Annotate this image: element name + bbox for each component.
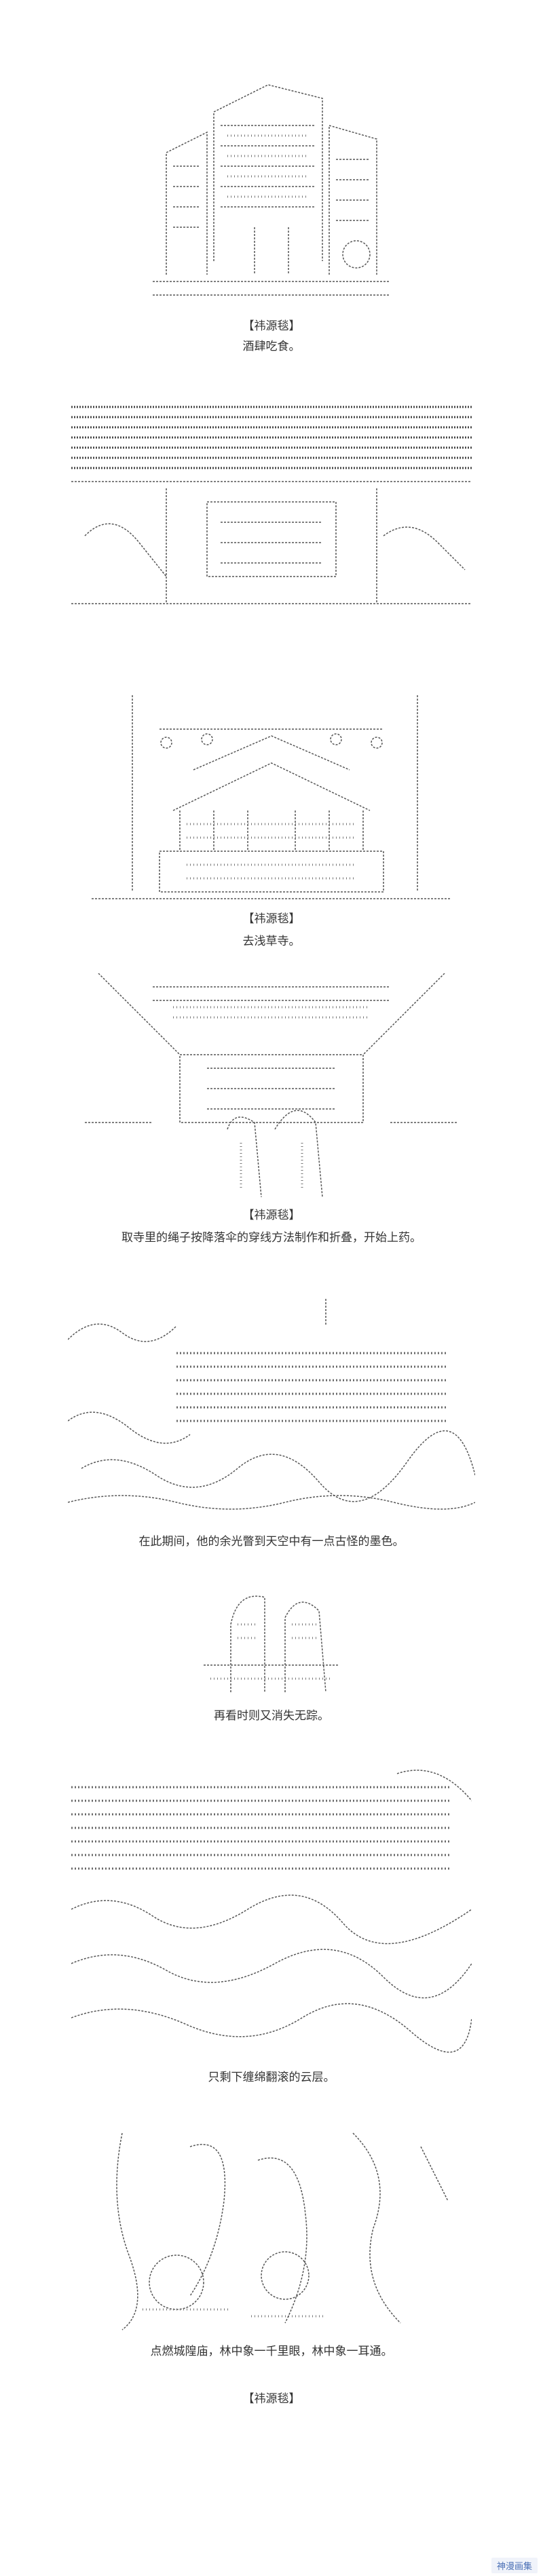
silhouette-illustration <box>204 1595 339 1693</box>
caption-8: 点燃城隍庙，林中象一千里眼，林中象一耳通。 <box>150 2345 393 2358</box>
hall-interior-illustration <box>71 406 472 604</box>
ascii-art-panel-figure <box>71 973 472 1197</box>
caption-1: 酒肆吃食。 <box>242 340 301 353</box>
ascii-art-panel-street <box>153 71 390 309</box>
speaker-tag-9: 【祎源毯】 <box>242 2392 301 2406</box>
figure-illustration <box>85 973 458 1197</box>
caption-3: 去浅草寺。 <box>242 935 301 948</box>
ascii-art-panel-hall <box>71 400 472 617</box>
temple-exterior-illustration <box>92 695 451 899</box>
caption-7: 只剩下缠绵翻滚的云层。 <box>208 2071 335 2084</box>
site-watermark: 神漫画集 <box>491 2558 538 2573</box>
cloudy-sky-illustration <box>68 1299 475 1510</box>
caption-5: 在此期间，他的余光瞥到天空中有一点古怪的墨色。 <box>138 1535 405 1548</box>
ascii-art-panel-silhouette <box>190 1584 353 1699</box>
speaker-tag-3: 【祎源毯】 <box>242 912 301 926</box>
caption-6: 再看时则又消失无踪。 <box>214 1709 329 1723</box>
caption-4: 取寺里的绳子按降落伞的穿线方法制作和折叠，开始上药。 <box>121 1231 422 1245</box>
ascii-art-panel-sky <box>68 1299 475 1523</box>
ascii-art-panel-clouds <box>71 1760 472 2058</box>
rolling-clouds-illustration <box>71 1770 472 2053</box>
calligraphy-illustration <box>116 2132 449 2330</box>
ascii-art-panel-temple <box>92 688 451 905</box>
street-scene-illustration <box>153 84 390 296</box>
speaker-tag-4: 【祎源毯】 <box>242 1209 301 1222</box>
speaker-tag-1: 【祎源毯】 <box>242 319 301 333</box>
ascii-art-panel-calligraphy <box>81 2120 462 2333</box>
